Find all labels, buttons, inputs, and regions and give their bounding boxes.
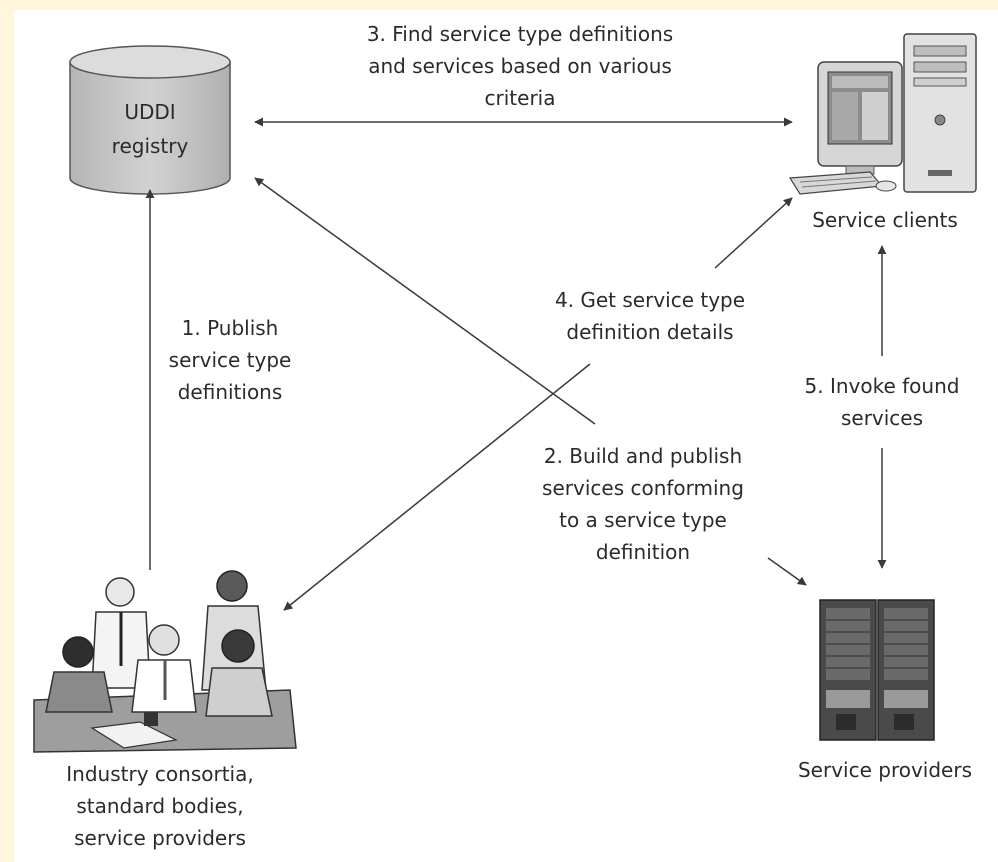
step-2-label: 2. Build and publish services conforming… bbox=[542, 444, 744, 564]
computer-icon bbox=[788, 33, 977, 195]
service-clients-label: Service clients bbox=[812, 208, 958, 232]
uddi-registry-label: UDDI registry bbox=[111, 100, 189, 158]
step-4-label: 4. Get service type definition details bbox=[554, 288, 746, 344]
step-5-label: 5. Invoke found services bbox=[804, 374, 960, 430]
arrow-build-publish-to-registry bbox=[254, 177, 596, 425]
step-1-label: 1. Publish service type definitions bbox=[168, 316, 292, 404]
industry-consortia-label: Industry consortia, standard bodies, ser… bbox=[66, 762, 254, 850]
arrow-get-details-upper bbox=[714, 197, 793, 269]
server-rack-icon bbox=[819, 599, 935, 741]
arrow-build-publish-to-providers bbox=[767, 557, 807, 586]
step-3-label: 3. Find service type definitions and ser… bbox=[366, 22, 674, 110]
service-providers-label: Service providers bbox=[797, 758, 973, 782]
people-meeting-icon bbox=[33, 570, 297, 753]
arrow-get-details-lower bbox=[283, 363, 591, 611]
